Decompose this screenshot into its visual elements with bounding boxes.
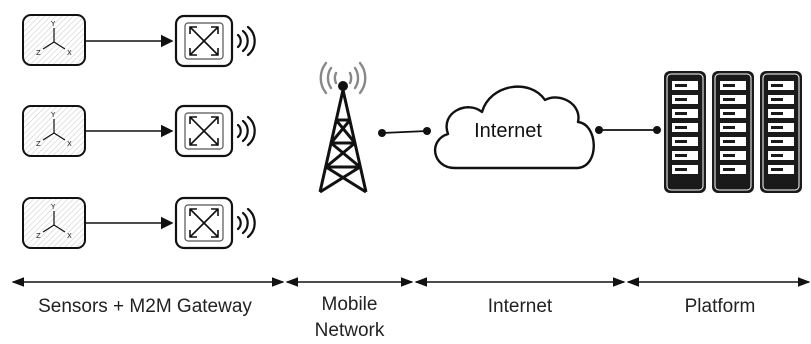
segment-label-sensors-gateway: Sensors + M2M Gateway <box>38 296 252 317</box>
axis-label-y: Y <box>50 20 56 28</box>
wireless-signal-icon <box>236 115 256 147</box>
gateway-icon <box>174 104 234 158</box>
axis-label-x: X <box>67 232 72 240</box>
tower-to-internet-link <box>378 127 431 137</box>
server-rack-icon <box>663 70 707 194</box>
segment-label-internet: Internet <box>487 296 553 317</box>
cloud-icon <box>433 85 595 170</box>
segment-label-platform: Platform <box>684 296 756 317</box>
wireless-signal-icon <box>236 25 256 57</box>
segment-label-mobile-line1: Mobile <box>321 294 378 315</box>
server-rack-icon <box>711 70 755 194</box>
axis-label-y: Y <box>50 203 56 211</box>
axis-label-x: X <box>67 49 72 57</box>
wireless-signal-icon <box>236 207 256 239</box>
sensor-icon: Y Z X <box>22 14 86 66</box>
axis-label-z: Z <box>36 232 41 240</box>
internet-to-platform-link <box>595 126 661 134</box>
gateway-icon <box>174 14 234 68</box>
gateway-icon <box>174 196 234 250</box>
axis-label-z: Z <box>36 140 41 148</box>
cell-tower-icon <box>318 61 368 194</box>
axis-label-z: Z <box>36 49 41 57</box>
cloud-label: Internet <box>474 120 542 142</box>
sensor-icon: Y Z X <box>22 105 86 157</box>
axis-label-y: Y <box>50 111 56 119</box>
sensor-icon: Y Z X <box>22 197 86 249</box>
segment-label-mobile-network: Mobile Network <box>292 292 407 344</box>
server-rack-icon <box>759 70 803 194</box>
segment-label-mobile-line2: Network <box>314 320 385 341</box>
axis-label-x: X <box>67 140 72 148</box>
